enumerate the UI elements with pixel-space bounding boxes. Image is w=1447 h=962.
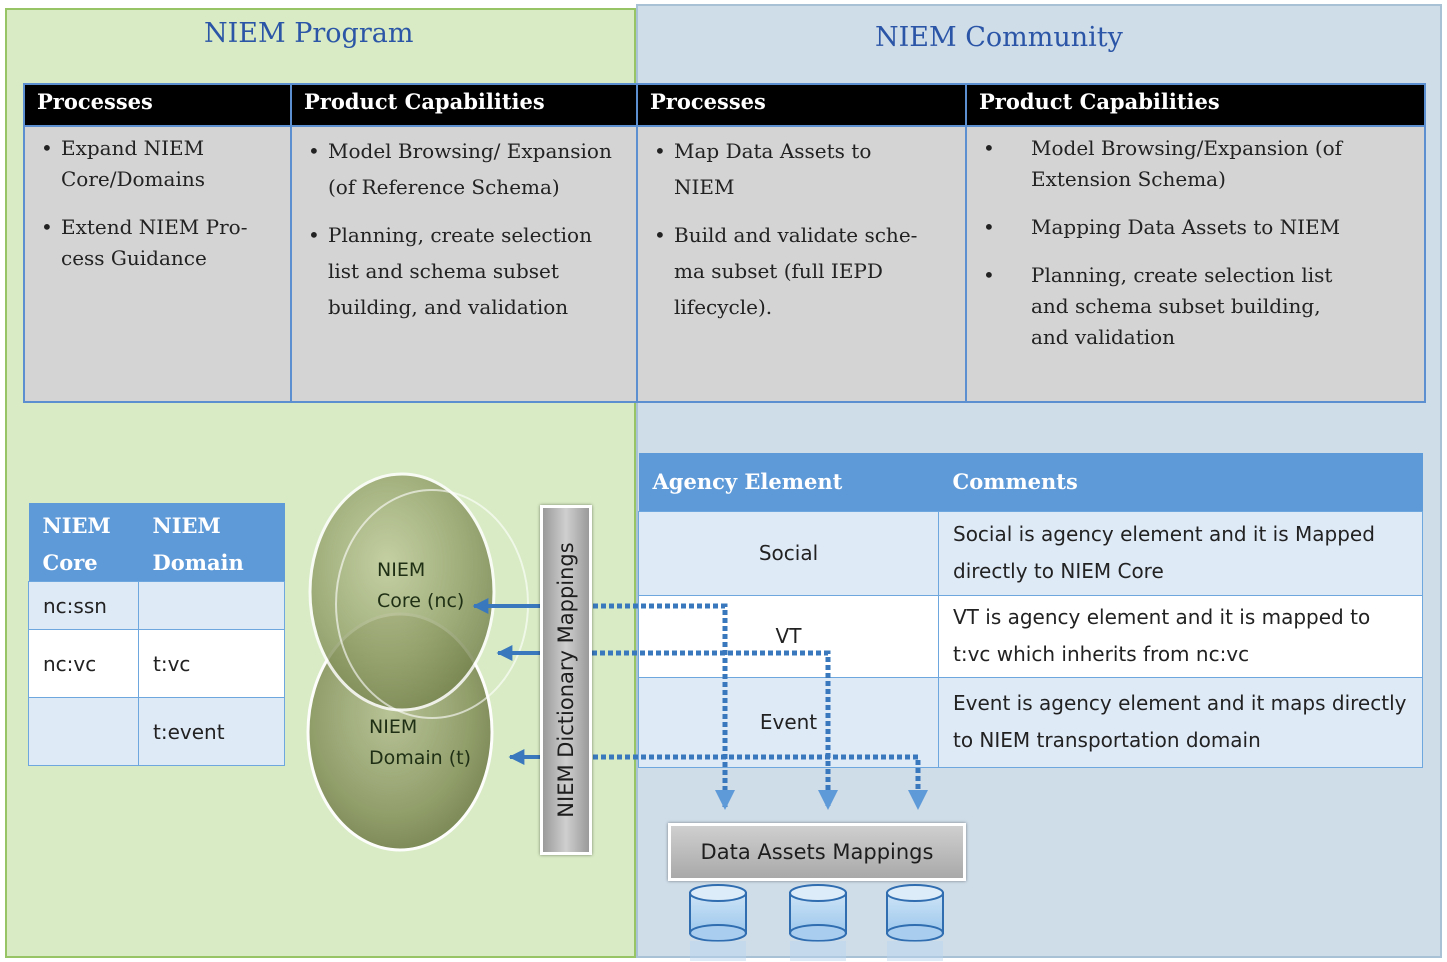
program-title: NIEM Program bbox=[204, 18, 414, 49]
community-capability-item: Model Browsing/Expansion (of Extension S… bbox=[979, 133, 1416, 195]
table-cell bbox=[28, 697, 139, 766]
core-circle-label: NIEM Core (nc) bbox=[377, 555, 464, 617]
program-capability-item: Model Browsing/ Expansion (of Reference … bbox=[304, 133, 628, 205]
data-assets-mappings-box bbox=[668, 823, 966, 881]
dictionary-mappings-label: NIEM Dictionary Mappings bbox=[554, 542, 578, 818]
program-capabilities-header: Product Capabilities bbox=[290, 83, 638, 127]
table-cell: nc:vc bbox=[28, 629, 139, 698]
comment-cell: Social is agency element and it is Mappe… bbox=[938, 510, 1423, 596]
program-processes-header: Processes bbox=[23, 83, 292, 127]
solid-mapping-arrows bbox=[472, 598, 542, 765]
program-process-table: Processes Product Capabilities Expand NI… bbox=[23, 83, 638, 403]
community-capabilities-cell: Model Browsing/Expansion (of Extension S… bbox=[965, 125, 1426, 403]
dotted-line-event bbox=[585, 754, 928, 810]
niem-domain-header: NIEM Domain bbox=[138, 503, 285, 582]
database-icon bbox=[689, 884, 747, 961]
core-label-line: Core (nc) bbox=[377, 590, 465, 612]
agency-element-cell: VT bbox=[638, 594, 939, 678]
table-row: nc:ssn bbox=[28, 581, 285, 630]
table-cell: t:event bbox=[138, 697, 285, 766]
agency-element-table: Agency Element Comments Social Social is… bbox=[638, 453, 1423, 768]
domain-label-line: NIEM bbox=[369, 716, 418, 738]
comment-cell: VT is agency element and it is mapped to… bbox=[938, 594, 1423, 678]
database-icon bbox=[886, 884, 944, 961]
community-capability-item: Mapping Data Assets to NIEM bbox=[979, 212, 1416, 243]
dotted-line-social bbox=[585, 603, 735, 810]
agency-element-header: Agency Element bbox=[638, 453, 939, 511]
dotted-line-vt bbox=[592, 650, 838, 810]
niem-core-domain-table: NIEM Core NIEM Domain nc:ssn nc:vc t:vc … bbox=[28, 503, 285, 766]
table-row: t:event bbox=[28, 697, 285, 766]
program-process-item: Expand NIEM Core/Domains bbox=[37, 133, 249, 195]
table-cell: nc:ssn bbox=[28, 581, 139, 630]
table-row: Event Event is agency element and it map… bbox=[638, 676, 1423, 768]
domain-label-line: Domain (t) bbox=[369, 747, 472, 769]
community-process-item: Build and validate sche-ma subset (full … bbox=[650, 217, 944, 325]
community-capability-item: Planning, create selection list and sche… bbox=[979, 260, 1351, 353]
dotted-mapping-lines bbox=[585, 603, 928, 810]
dictionary-mappings-box bbox=[540, 505, 592, 855]
community-process-item: Map Data Assets to NIEM bbox=[650, 133, 924, 205]
table-row: VT VT is agency element and it is mapped… bbox=[638, 594, 1423, 678]
community-processes-cell: Map Data Assets to NIEM Build and valida… bbox=[636, 125, 967, 403]
program-process-item: Extend NIEM Pro-cess Guidance bbox=[37, 212, 249, 274]
core-label-line: NIEM bbox=[377, 559, 426, 581]
program-capabilities-cell: Model Browsing/ Expansion (of Reference … bbox=[290, 125, 638, 403]
agency-element-cell: Social bbox=[638, 510, 939, 596]
community-title: NIEM Community bbox=[875, 22, 1123, 53]
program-processes-cell: Expand NIEM Core/Domains Extend NIEM Pro… bbox=[23, 125, 292, 403]
table-row: nc:vc t:vc bbox=[28, 629, 285, 698]
community-process-table: Processes Product Capabilities Map Data … bbox=[636, 83, 1426, 403]
data-assets-mappings-label: Data Assets Mappings bbox=[700, 840, 934, 864]
table-row: Social Social is agency element and it i… bbox=[638, 510, 1423, 596]
community-processes-header: Processes bbox=[636, 83, 967, 127]
table-cell bbox=[138, 581, 285, 630]
program-capability-item: Planning, create selection list and sche… bbox=[304, 217, 628, 325]
community-capabilities-header: Product Capabilities bbox=[965, 83, 1426, 127]
domain-circle-label: NIEM Domain (t) bbox=[369, 712, 471, 774]
comments-header: Comments bbox=[938, 453, 1423, 511]
comment-cell: Event is agency element and it maps dire… bbox=[938, 676, 1423, 768]
table-cell: t:vc bbox=[138, 629, 285, 698]
database-icon bbox=[789, 884, 847, 961]
niem-core-header: NIEM Core bbox=[28, 503, 139, 582]
agency-element-cell: Event bbox=[638, 676, 939, 768]
